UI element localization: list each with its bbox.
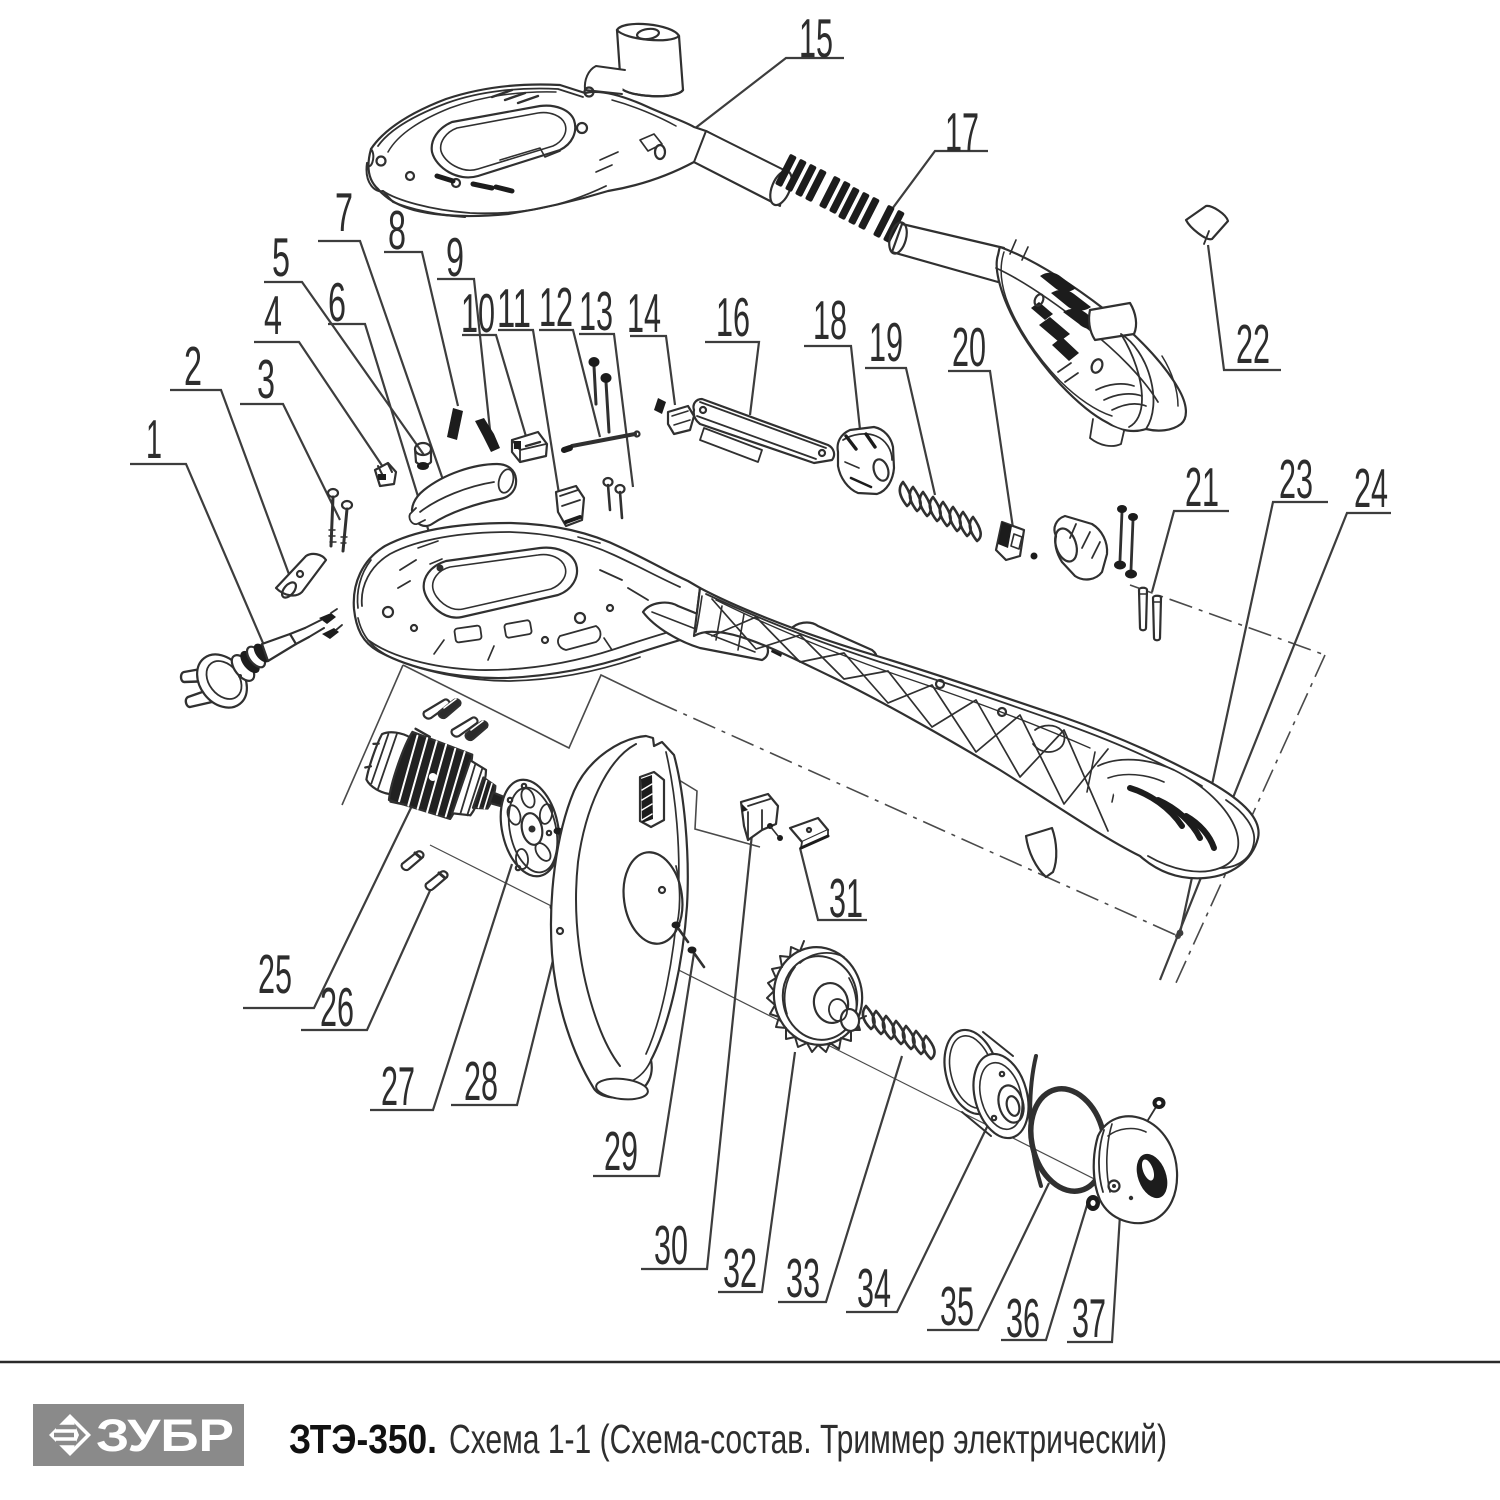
svg-text:35: 35 — [940, 1275, 974, 1337]
svg-text:18: 18 — [813, 289, 847, 351]
svg-text:13: 13 — [579, 280, 613, 342]
svg-text:32: 32 — [723, 1237, 757, 1299]
svg-text:21: 21 — [1185, 456, 1219, 518]
svg-text:15: 15 — [799, 7, 833, 69]
svg-text:Схема 1-1 (Схема-состав. Тримм: Схема 1-1 (Схема-состав. Триммер электри… — [449, 1416, 1167, 1462]
svg-text:12: 12 — [539, 276, 573, 338]
svg-text:8: 8 — [388, 199, 406, 261]
svg-text:16: 16 — [716, 286, 750, 348]
svg-text:7: 7 — [335, 181, 353, 243]
svg-text:19: 19 — [869, 311, 903, 373]
svg-text:22: 22 — [1236, 313, 1270, 375]
svg-text:17: 17 — [945, 101, 979, 163]
svg-text:30: 30 — [654, 1214, 688, 1276]
svg-text:4: 4 — [264, 284, 282, 346]
svg-text:23: 23 — [1279, 448, 1313, 510]
svg-text:3: 3 — [257, 348, 275, 410]
svg-text:2: 2 — [184, 335, 202, 397]
svg-text:33: 33 — [786, 1247, 820, 1309]
svg-text:14: 14 — [627, 282, 661, 344]
svg-text:10: 10 — [461, 282, 495, 344]
svg-text:31: 31 — [829, 867, 863, 929]
svg-text:26: 26 — [320, 976, 354, 1038]
svg-text:ЗУБР: ЗУБР — [96, 1410, 234, 1461]
svg-text:36: 36 — [1006, 1287, 1040, 1349]
svg-text:27: 27 — [381, 1055, 415, 1117]
svg-text:9: 9 — [446, 226, 464, 288]
svg-text:ЗТЭ-350.: ЗТЭ-350. — [289, 1416, 437, 1462]
svg-text:37: 37 — [1072, 1287, 1106, 1349]
svg-text:34: 34 — [857, 1257, 891, 1319]
svg-text:29: 29 — [604, 1120, 638, 1182]
svg-text:5: 5 — [272, 226, 290, 288]
svg-text:24: 24 — [1354, 457, 1388, 519]
svg-text:6: 6 — [328, 271, 346, 333]
svg-text:11: 11 — [497, 277, 531, 339]
svg-text:28: 28 — [464, 1050, 498, 1112]
svg-text:1: 1 — [146, 408, 162, 470]
svg-text:20: 20 — [952, 316, 986, 378]
svg-text:25: 25 — [258, 943, 292, 1005]
